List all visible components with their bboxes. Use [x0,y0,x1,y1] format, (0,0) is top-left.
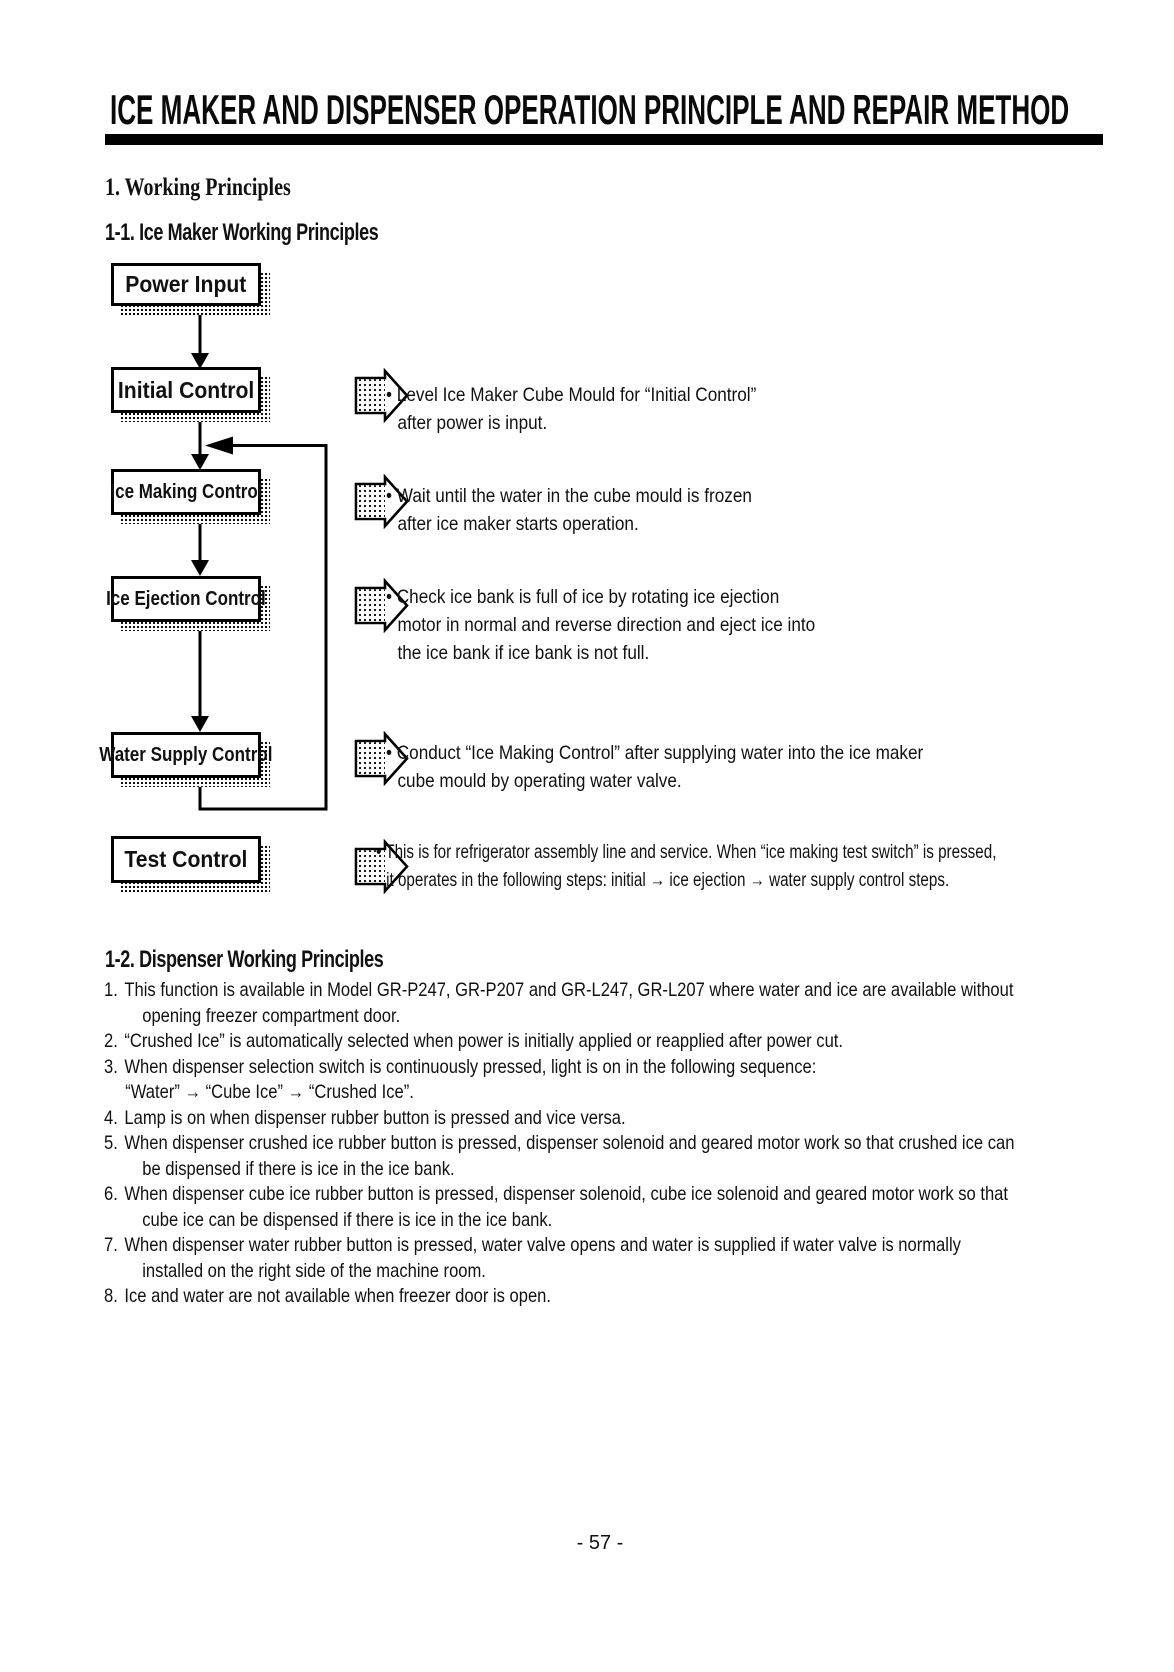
annotation-line: • Check ice bank is full of ice by rotat… [386,586,780,608]
annotation-line: • Level Ice Maker Cube Mould for “Initia… [386,384,757,406]
block-arrow-right-icon [354,368,409,423]
item-line: When dispenser selection switch is conti… [124,1055,817,1078]
item-line: “Water” → “Cube Ice” → “Crushed Ice”. [125,1081,414,1103]
annotation-line: the ice bank if ice bank is not full. [397,642,650,664]
item-number: 4. [104,1106,118,1129]
item-line: Lamp is on when dispenser rubber button … [124,1106,626,1129]
annotation-test-control: • This is for refrigerator assembly line… [376,839,997,894]
node-label: Water Supply Control [99,743,273,766]
item-line: When dispenser water rubber button is pr… [124,1234,961,1256]
arrowhead-down-4 [191,716,209,732]
annotation-line: after power is input. [397,412,548,434]
item-line: installed on the right side of the machi… [142,1259,486,1282]
block-arrow-right-icon [354,474,409,529]
flow-node-ice-making-control: Ice Making Control [109,469,270,524]
item-number: 1. [104,979,118,1001]
page-title: ICE MAKER AND DISPENSER OPERATION PRINCI… [110,86,1070,133]
annotation-ice-making-control: • Wait until the water in the cube mould… [386,482,1072,538]
annotation-line: motor in normal and reverse direction an… [397,614,816,636]
node-label: Initial Control [117,376,255,403]
list-item: 7. When dispenser water rubber button is… [104,1233,971,1284]
node-label: Ice Making Control [109,480,263,503]
list-item: 4. Lamp is on when dispenser rubber butt… [104,1106,971,1132]
flow-node-initial-control: Initial Control [111,367,270,422]
item-line: This function is available in Model GR-P… [124,979,1014,1001]
item-line: be dispensed if there is ice in the ice … [142,1157,455,1180]
list-item: 1. This function is available in Model G… [104,978,1013,1029]
item-lines: When dispenser water rubber button is pr… [124,1233,961,1284]
node-label: Ice Ejection Control [106,587,266,610]
annotation-initial-control: • Level Ice Maker Cube Mould for “Initia… [386,381,1072,437]
section-heading-working-principles: 1. Working Principles [105,174,291,201]
node-box: Ice Making Control [109,469,263,515]
annotation-line: cube mould by operating water valve. [397,770,682,792]
block-arrow-right-icon [354,731,409,786]
node-box: Initial Control [111,367,261,413]
flow-node-power-input: Power Input [111,263,270,315]
list-item: 2. “Crushed Ice” is automatically select… [104,1029,971,1055]
flow-node-ice-ejection-control: Ice Ejection Control [106,576,270,631]
list-item: 6. When dispenser cube ice rubber button… [104,1182,1008,1233]
item-line: When dispenser cube ice rubber button is… [124,1183,1009,1205]
annotation-ice-ejection-control: • Check ice bank is full of ice by rotat… [386,583,1072,667]
annotation-line: after ice maker starts operation. [397,513,639,535]
dispenser-list: 1. This function is available in Model G… [104,978,1124,1310]
list-item: 8. Ice and water are not available when … [104,1284,971,1310]
annotation-line: it operates in the following steps: init… [386,868,950,891]
item-number: 8. [104,1285,118,1307]
section-heading-dispenser: 1-2. Dispenser Working Principles [105,946,384,973]
node-box: Test Control [111,836,261,883]
annotation-line: • Conduct “Ice Making Control” after sup… [386,742,924,764]
node-label: Power Input [125,271,247,297]
page-number: - 57 - [576,1532,624,1554]
arrowhead-down-3 [191,560,209,576]
annotation-line: • Wait until the water in the cube mould… [386,485,752,507]
item-number: 5. [104,1132,118,1154]
item-lines: This function is available in Model GR-P… [124,978,1013,1029]
arrowhead-down-2 [191,454,209,470]
node-label: Test Control [124,846,248,872]
item-number: 2. [104,1030,118,1052]
item-line: When dispenser crushed ice rubber button… [124,1132,1015,1154]
item-lines: When dispenser crushed ice rubber button… [124,1131,1014,1182]
annotation-water-supply-control: • Conduct “Ice Making Control” after sup… [386,739,1072,795]
item-number: 6. [104,1183,118,1205]
block-arrow-right-icon [354,578,409,633]
block-arrow-right-icon [354,839,409,894]
node-box: Water Supply Control [99,732,273,778]
item-lines: When dispenser cube ice rubber button is… [124,1182,1008,1233]
item-lines: When dispenser selection switch is conti… [124,1055,816,1106]
item-lines: “Crushed Ice” is automatically selected … [124,1029,843,1055]
title-underline [105,134,1103,145]
item-line: cube ice can be dispensed if there is ic… [142,1208,553,1231]
list-item: 3. When dispenser selection switch is co… [104,1055,971,1106]
flow-node-water-supply-control: Water Supply Control [99,732,273,787]
item-line: “Crushed Ice” is automatically selected … [124,1030,844,1052]
item-number: 3. [104,1055,118,1078]
item-lines: Ice and water are not available when fre… [124,1284,551,1310]
flow-node-test-control: Test Control [111,836,270,892]
item-line: opening freezer compartment door. [142,1004,401,1027]
item-lines: Lamp is on when dispenser rubber button … [124,1106,625,1132]
list-item: 5. When dispenser crushed ice rubber but… [104,1131,1014,1182]
annotation-line: • This is for refrigerator assembly line… [376,841,997,863]
item-number: 7. [104,1234,118,1256]
node-box: Ice Ejection Control [106,576,266,622]
feedback-arrowhead-left [205,436,233,455]
node-box: Power Input [111,263,261,306]
section-heading-ice-maker: 1-1. Ice Maker Working Principles [105,219,379,246]
item-line: Ice and water are not available when fre… [124,1285,552,1307]
